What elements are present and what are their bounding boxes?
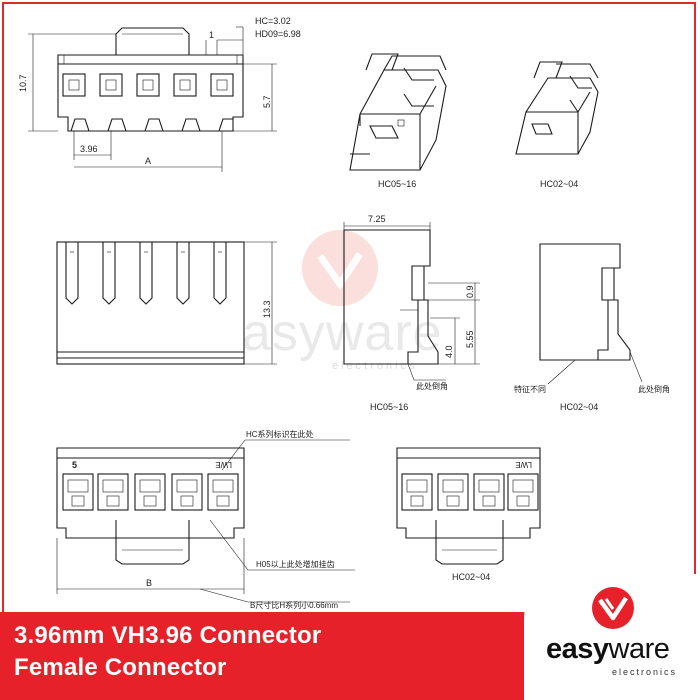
dim-height-label: 10.7 [18,74,28,92]
watermark-logo-icon [302,230,378,306]
hook-note: H05以上此处增加挂齿 [256,559,335,569]
side-label-hc02: HC02~04 [560,402,598,412]
hc-mark-note: HC系列标识在此处 [246,429,314,439]
side-label-hc05: HC05~16 [370,402,408,412]
brand-mark-label: LWE [215,460,232,469]
watermark-word: easyware [212,304,443,362]
technical-drawing: HC=3.02 HD09=6.98 1 10.7 5.7 3.96 A HC05… [18,16,670,610]
side-view-hc02: 特征不同 此处倒角 HC02~04 [514,243,670,412]
dim-pitch-label: 3.96 [80,144,98,154]
dim-4-0-label: 4.0 [444,345,454,358]
watermark-sub: electronics [332,360,418,372]
logo-word-bold: easy [546,633,609,665]
dim-inner-label: 5.7 [262,95,272,108]
logo-sub: electronics [612,667,678,677]
dim-b-label: B [146,578,152,588]
feature-note: 特征不同 [514,384,546,394]
iso-label-hc02: HC02~04 [540,179,578,189]
logo-word-light: ware [608,633,670,665]
hc-dim-label: HC=3.02 [255,16,291,26]
iso-view-hc05: HC05~16 [349,53,447,189]
top-view-middle: 13.3 [56,241,277,365]
bottom-label-hc02: HC02~04 [452,572,490,582]
dim-13-3-label: 13.3 [262,300,272,318]
title-line-2: Female Connector [14,654,227,681]
bottom-view-hc02: LWE HC02~04 [396,447,541,582]
iso-label-hc05: HC05~16 [378,179,416,189]
dim-5-55-label: 5.55 [465,330,475,348]
easyware-logo-icon [592,587,634,629]
chamfer-note: 此处倒角 [416,381,448,391]
title-line-1: 3.96mm VH3.96 Connector [14,622,322,649]
brand-mark-label-2: LWE [515,460,532,469]
b-note: B尺寸比H系列小0.66mm [250,600,338,610]
front-view-top: HC=3.02 HD09=6.98 1 10.7 5.7 3.96 A [18,16,301,172]
chamfer-note-2: 此处倒角 [638,384,670,394]
bottom-view-hc05: 5 LWE HC系列标识在此处 H05以上此处增加挂齿 B B尺寸比H系列小0.… [56,429,355,610]
side-view-hc05: 7.25 0.9 4.0 5.55 此处倒角 HC05~16 [343,214,480,412]
hd-dim-label: HD09=6.98 [255,29,301,39]
iso-view-hc02: HC02~04 [515,61,599,189]
pin-number-label: 5 [72,460,77,470]
dim-7-25-label: 7.25 [368,214,386,224]
dim-a-label: A [145,156,151,166]
dim-one-label: 1 [209,30,214,40]
logo-wordmark: easyware [546,633,670,666]
dim-0-9-label: 0.9 [465,285,475,298]
